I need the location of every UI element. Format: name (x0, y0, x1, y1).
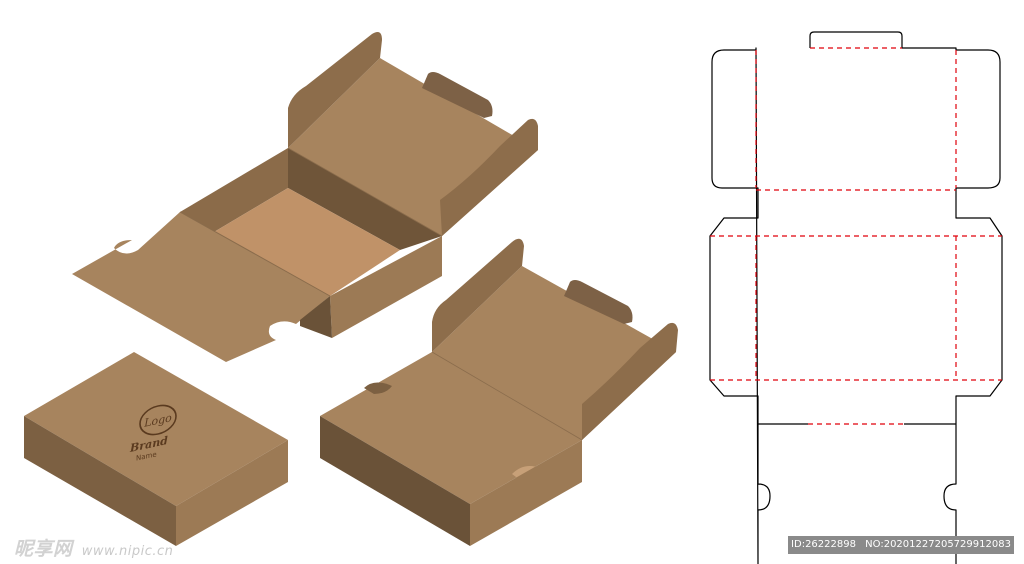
box3-crease (431, 351, 583, 441)
box1-crease (179, 211, 331, 297)
box2-front-left (24, 416, 176, 546)
box1-inner-back (288, 148, 442, 250)
box1-inner-left (180, 148, 288, 232)
image-id-text: ID:26222898 (791, 539, 856, 550)
box3-front-right (470, 440, 582, 546)
box3-notch-1 (364, 382, 392, 394)
closed-box: Logo Brand Name (24, 352, 288, 546)
box2-top (24, 352, 288, 506)
box1-front-flap (72, 212, 330, 362)
box3-lid-wing-left (432, 238, 524, 352)
site-watermark: 昵享网 www.nipic.cn (14, 534, 173, 561)
dieline-folds (710, 47, 1002, 425)
name-text: Name (136, 449, 157, 462)
box1-lid-tab (422, 72, 493, 118)
open-box-left (72, 32, 538, 362)
watermark-site-url: www.nipic.cn (81, 544, 174, 559)
box1-front-wall (330, 236, 442, 338)
box1-lid-wing-right (440, 118, 538, 236)
box1-crease-2 (287, 147, 443, 237)
half-open-box (320, 238, 678, 546)
box2-front-right (176, 440, 288, 546)
dieline-template (709, 31, 1003, 564)
image-id-banner: ID:26222898 NO:20201227205729912083 (788, 536, 1014, 554)
box1-lid-wing-left (288, 32, 382, 148)
box3-lid-tab (564, 280, 633, 324)
box1-front-edge (300, 296, 332, 338)
box1-tray-floor (214, 188, 400, 296)
box3-lid-wing-right (582, 322, 678, 440)
box3-front-left (320, 416, 470, 546)
dieline-cut (709, 31, 1003, 564)
logo-text: Logo (143, 411, 172, 430)
watermark-site-name: 昵享网 (14, 538, 73, 560)
image-no-text: NO:20201227205729912083 (865, 539, 1011, 550)
